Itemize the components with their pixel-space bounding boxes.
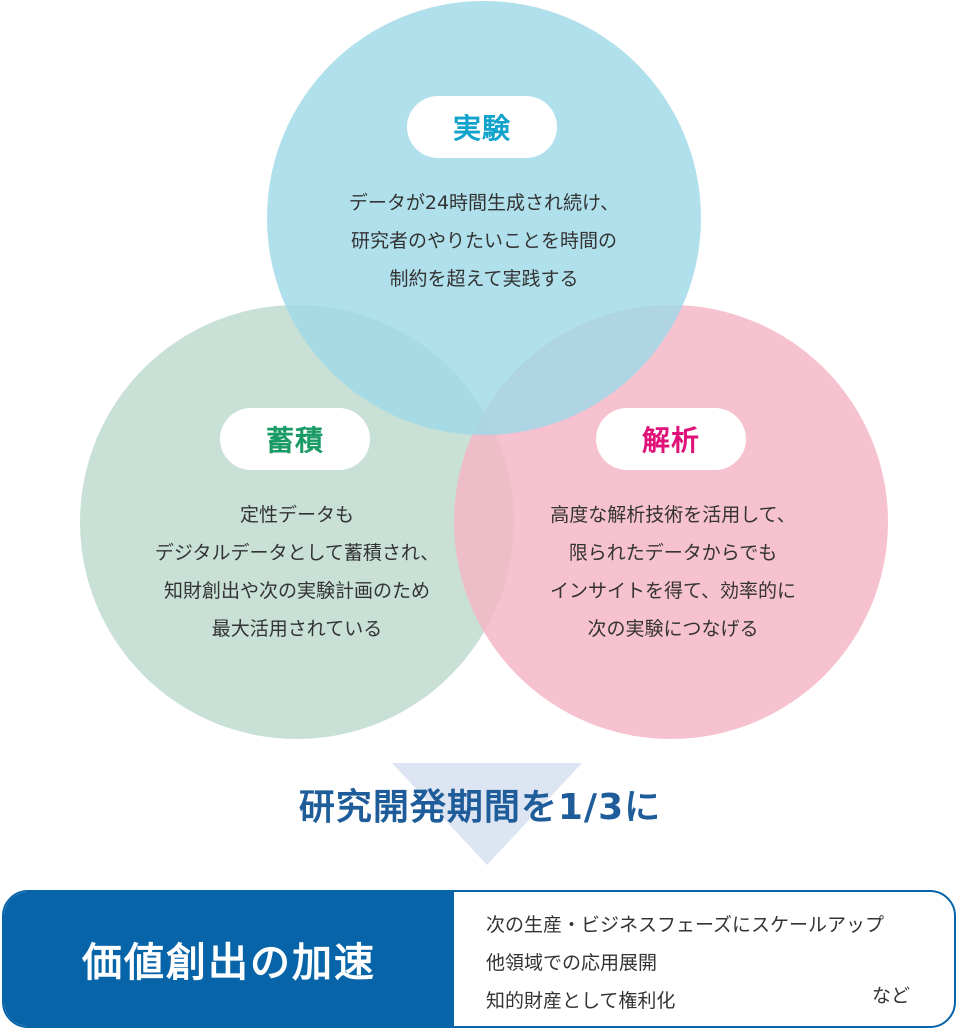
experiment-line: データが24時間生成され続け、 bbox=[348, 192, 620, 214]
value-box: 価値創出の加速 次の生産・ビジネスフェーズにスケールアップ 他領域での応用展開 … bbox=[2, 890, 956, 1028]
accumulation-title: 蓄積 bbox=[220, 408, 370, 470]
analysis-line: 限られたデータからでも bbox=[568, 542, 778, 564]
experiment-description: データが24時間生成され続け、 研究者のやりたいことを時間の 制約を超えて実践す… bbox=[284, 184, 684, 298]
value-etc: など bbox=[871, 985, 910, 1007]
value-item: 知的財産として権利化 bbox=[486, 990, 676, 1012]
circle-experiment bbox=[267, 1, 701, 435]
analysis-title: 解析 bbox=[596, 408, 746, 470]
value-item: 他領域での応用展開 bbox=[486, 952, 658, 974]
experiment-line: 制約を超えて実践する bbox=[389, 268, 579, 290]
value-list: 次の生産・ビジネスフェーズにスケールアップ 他領域での応用展開 知的財産として権… bbox=[486, 906, 916, 1020]
experiment-title: 実験 bbox=[407, 96, 557, 158]
accumulation-description: 定性データも デジタルデータとして蓄積され、 知財創出や次の実験計画のため 最大… bbox=[112, 496, 482, 648]
value-item: 次の生産・ビジネスフェーズにスケールアップ bbox=[486, 914, 885, 936]
down-arrow bbox=[392, 763, 582, 865]
analysis-line: 次の実験につなげる bbox=[587, 618, 759, 640]
analysis-description: 高度な解析技術を活用して、 限られたデータからでも インサイトを得て、効率的に … bbox=[488, 496, 858, 648]
headline: 研究開発期間を1/3に bbox=[298, 787, 662, 828]
experiment-line: 研究者のやりたいことを時間の bbox=[350, 230, 617, 252]
accumulation-line: デジタルデータとして蓄積され、 bbox=[154, 542, 440, 564]
analysis-line: 高度な解析技術を活用して、 bbox=[550, 504, 796, 526]
value-title: 価値創出の加速 bbox=[4, 892, 454, 1026]
accumulation-line: 最大活用されている bbox=[211, 618, 383, 640]
accumulation-line: 定性データも bbox=[239, 504, 354, 526]
accumulation-line: 知財創出や次の実験計画のため bbox=[163, 580, 430, 602]
analysis-line: インサイトを得て、効率的に bbox=[549, 580, 797, 602]
